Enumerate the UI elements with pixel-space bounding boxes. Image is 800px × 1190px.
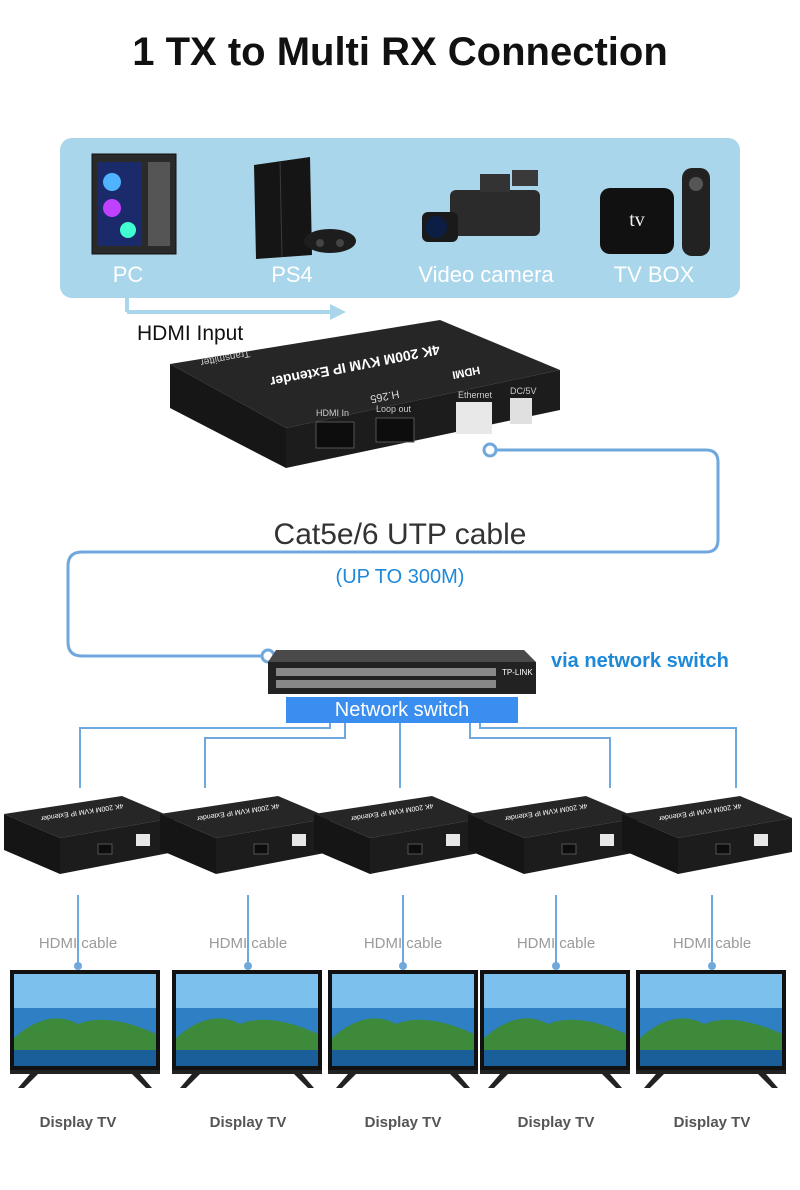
port-label-hdmi-in: HDMI In <box>316 408 350 418</box>
port-label-dc5v: DC/5V <box>510 386 537 396</box>
display-tv-label: Display TV <box>39 1114 117 1131</box>
hdmi-cable-label: HDMI cable <box>672 935 752 952</box>
network-switch-device: TP-LINK <box>266 640 538 700</box>
network-switch-label: Network switch <box>286 697 518 723</box>
display-tv-icon <box>170 968 326 1098</box>
display-tv-icon <box>478 968 634 1098</box>
receiver-device: 4K 200M KVM IP Extender <box>2 792 178 880</box>
hdmi-cable-label: HDMI cable <box>363 935 443 952</box>
source-label-ps4: PS4 <box>271 262 313 287</box>
receiver-device: 4K 200M KVM IP Extender <box>620 792 796 880</box>
display-tv-icon <box>634 968 790 1098</box>
via-network-switch-label: via network switch <box>551 650 729 672</box>
hdmi-cable-label: HDMI cable <box>38 935 118 952</box>
switch-brand-logo: TP-LINK <box>502 668 533 677</box>
display-tv-icon <box>8 968 164 1098</box>
hdmi-cable-label: HDMI cable <box>208 935 288 952</box>
cable-label: Cat5e/6 UTP cable <box>273 518 527 551</box>
display-tv-label: Display TV <box>209 1114 287 1131</box>
page-title: 1 TX to Multi RX Connection <box>132 30 668 74</box>
receiver-device: 4K 200M KVM IP Extender <box>312 792 488 880</box>
hdmi-input-label: HDMI Input <box>137 322 244 345</box>
hdmi-cable-label: HDMI cable <box>516 935 596 952</box>
receiver-device: 4K 200M KVM IP Extender <box>158 792 334 880</box>
transmitter-device: 4K 200M KVM IP Extender H.265 Transmitte… <box>160 318 570 478</box>
source-label-video-camera: Video camera <box>418 262 554 287</box>
port-label-ethernet: Ethernet <box>458 390 493 400</box>
cable-range-label: (UP TO 300M) <box>335 566 465 588</box>
display-tv-label: Display TV <box>673 1114 751 1131</box>
display-tv-label: Display TV <box>364 1114 442 1131</box>
source-label-pc: PC <box>112 262 144 287</box>
display-tv-label: Display TV <box>517 1114 595 1131</box>
source-label-tv-box: TV BOX <box>613 262 695 287</box>
pc-tower-icon <box>88 148 184 258</box>
port-label-loop-out: Loop out <box>376 404 412 414</box>
video-camera-icon <box>420 168 550 260</box>
tv-box-icon: tv <box>598 166 718 262</box>
receiver-device: 4K 200M KVM IP Extender <box>466 792 642 880</box>
tv-box-logo-text: tv <box>629 209 645 231</box>
game-console-icon <box>250 155 360 261</box>
display-tv-icon <box>326 968 482 1098</box>
